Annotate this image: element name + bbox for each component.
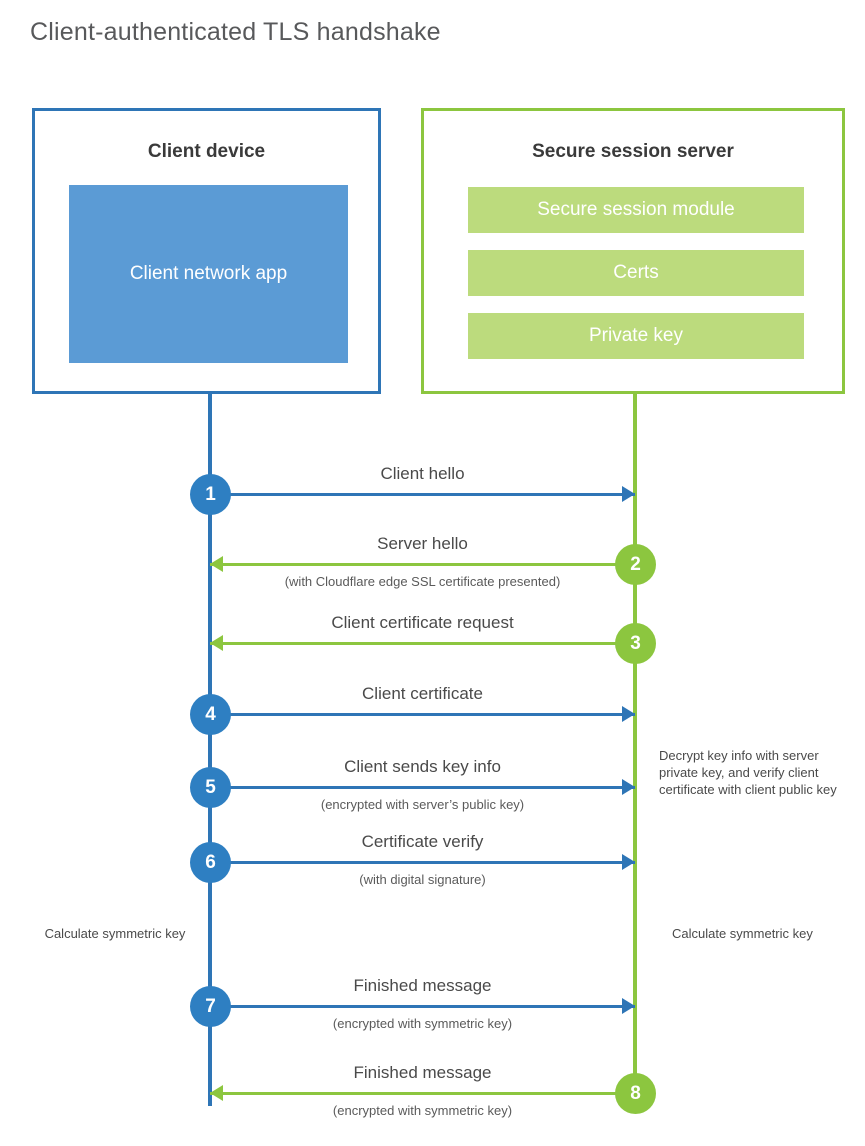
step-number-circle-8[interactable]: 8	[615, 1073, 656, 1114]
client-device-box: Client device Client network app	[32, 108, 381, 394]
arrow-line-step-1	[210, 493, 635, 496]
page-title: Client-authenticated TLS handshake	[30, 18, 441, 46]
step-label-4: Client certificate	[362, 684, 483, 703]
step-label-8: Finished message	[353, 1063, 492, 1082]
client-network-app-block: Client network app	[69, 185, 348, 363]
step-sublabel-8: (encrypted with symmetric key)	[332, 1103, 513, 1118]
step-label-6: Certificate verify	[361, 832, 484, 851]
step-label-1: Client hello	[380, 464, 465, 483]
server-component-certs: Certs	[468, 250, 804, 296]
server-decrypt-note: Decrypt key info with server private key…	[659, 748, 837, 797]
client-calculate-key-note: Calculate symmetric key	[44, 926, 186, 941]
arrow-head-step-8	[210, 1085, 223, 1101]
arrow-head-step-4	[622, 706, 635, 722]
step-number-circle-4[interactable]: 4	[190, 694, 231, 735]
server-calculate-key-note: Calculate symmetric key	[672, 926, 813, 941]
step-number-circle-5[interactable]: 5	[190, 767, 231, 808]
arrow-head-step-3	[210, 635, 223, 651]
step-number-circle-1[interactable]: 1	[190, 474, 231, 515]
step-number-circle-6[interactable]: 6	[190, 842, 231, 883]
step-sublabel-2: (with Cloudflare edge SSL certificate pr…	[284, 574, 561, 589]
arrow-line-step-8	[210, 1092, 635, 1095]
step-label-7: Finished message	[353, 976, 492, 995]
arrow-line-step-5	[210, 786, 635, 789]
step-label-3: Client certificate request	[331, 613, 514, 632]
client-lifeline	[208, 394, 212, 1106]
arrow-line-step-3	[210, 642, 635, 645]
step-number-circle-7[interactable]: 7	[190, 986, 231, 1027]
arrow-head-step-2	[210, 556, 223, 572]
step-number-circle-2[interactable]: 2	[615, 544, 656, 585]
step-number-circle-3[interactable]: 3	[615, 623, 656, 664]
secure-session-server-box: Secure session server Secure session mod…	[421, 108, 845, 394]
step-sublabel-7: (encrypted with symmetric key)	[332, 1016, 513, 1031]
arrow-head-step-1	[622, 486, 635, 502]
arrow-line-step-6	[210, 861, 635, 864]
step-sublabel-6: (with digital signature)	[359, 872, 486, 887]
server-component-secure-session-module: Secure session module	[468, 187, 804, 233]
arrow-line-step-4	[210, 713, 635, 716]
secure-session-server-title: Secure session server	[532, 141, 734, 162]
step-sublabel-5: (encrypted with server’s public key)	[320, 797, 525, 812]
server-lifeline	[633, 394, 637, 1094]
step-label-5: Client sends key info	[344, 757, 501, 776]
server-component-private-key: Private key	[468, 313, 804, 359]
arrow-head-step-7	[622, 998, 635, 1014]
arrow-head-step-5	[622, 779, 635, 795]
step-label-2: Server hello	[377, 534, 468, 553]
arrow-line-step-7	[210, 1005, 635, 1008]
client-device-title: Client device	[147, 141, 266, 162]
arrow-line-step-2	[210, 563, 635, 566]
arrow-head-step-6	[622, 854, 635, 870]
